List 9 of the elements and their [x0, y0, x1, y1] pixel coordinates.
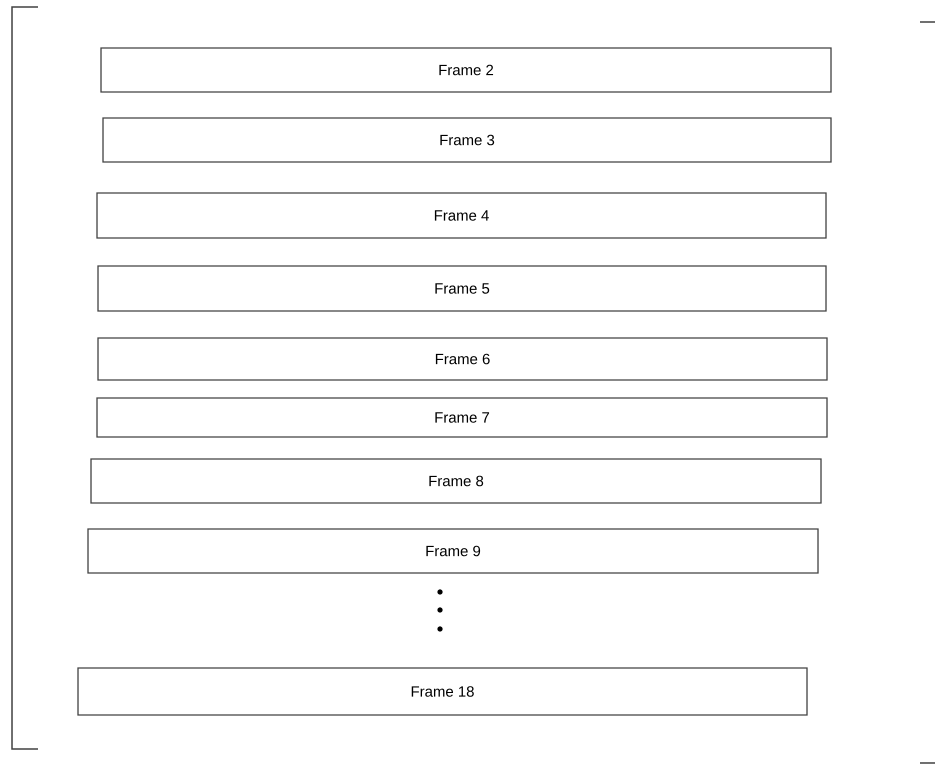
frame-box: Frame 18	[77, 667, 808, 716]
frame-box: Frame 2	[100, 47, 832, 93]
frame-box: Frame 4	[96, 192, 827, 239]
frame-box: Frame 8	[90, 458, 822, 504]
frame-box: Frame 6	[97, 337, 828, 381]
frame-box: Frame 3	[102, 117, 832, 163]
frame-box: Frame 5	[97, 265, 827, 312]
frame-box: Frame 9	[87, 528, 819, 574]
frame-box: Frame 7	[96, 397, 828, 438]
